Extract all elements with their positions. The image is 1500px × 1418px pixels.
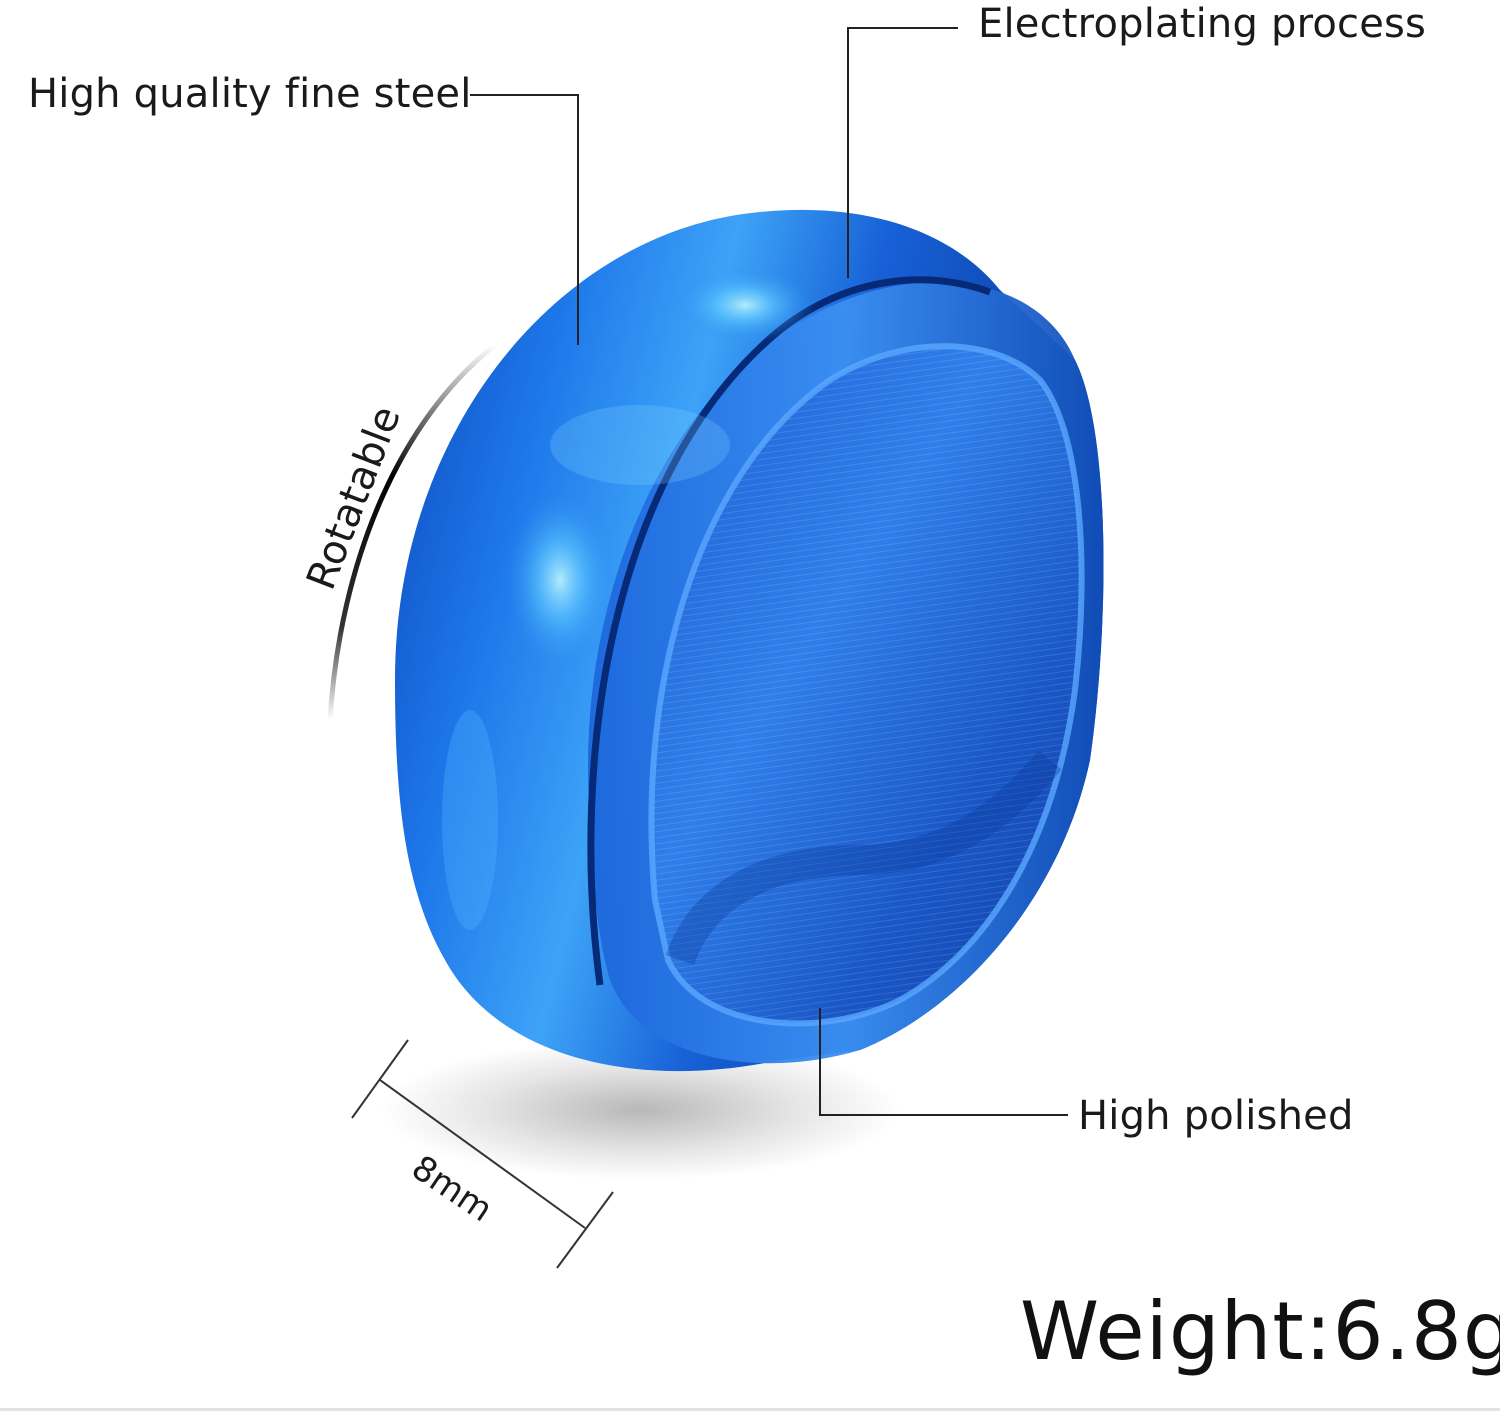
ring-groove — [587, 276, 992, 986]
dimension-tick-end — [556, 1191, 614, 1269]
ring-highlight-edge — [442, 710, 498, 930]
callout-line-steel — [470, 94, 579, 345]
callout-line-electroplating — [847, 27, 958, 278]
ring-inner-shade — [665, 750, 1062, 966]
ring-inner-rim — [648, 343, 1085, 1027]
callout-polished: High polished — [1078, 1093, 1354, 1139]
callout-steel: High quality fine steel — [28, 71, 472, 117]
ring-brushed-texture — [651, 346, 1082, 1024]
weight-label: Weight:6.8g — [1020, 1285, 1500, 1378]
callout-electroplating: Electroplating process — [978, 1, 1427, 47]
bottom-divider — [0, 1408, 1500, 1411]
dimension-tick-start — [351, 1039, 409, 1119]
ring-highlight-top — [675, 267, 815, 343]
ring-highlight-mid — [550, 405, 730, 485]
ring-highlight-left — [505, 490, 615, 670]
dimension-line — [379, 1079, 586, 1229]
callout-line-polished — [819, 1008, 1068, 1116]
ring-shadow — [380, 1040, 900, 1180]
rotation-arc — [327, 342, 498, 723]
